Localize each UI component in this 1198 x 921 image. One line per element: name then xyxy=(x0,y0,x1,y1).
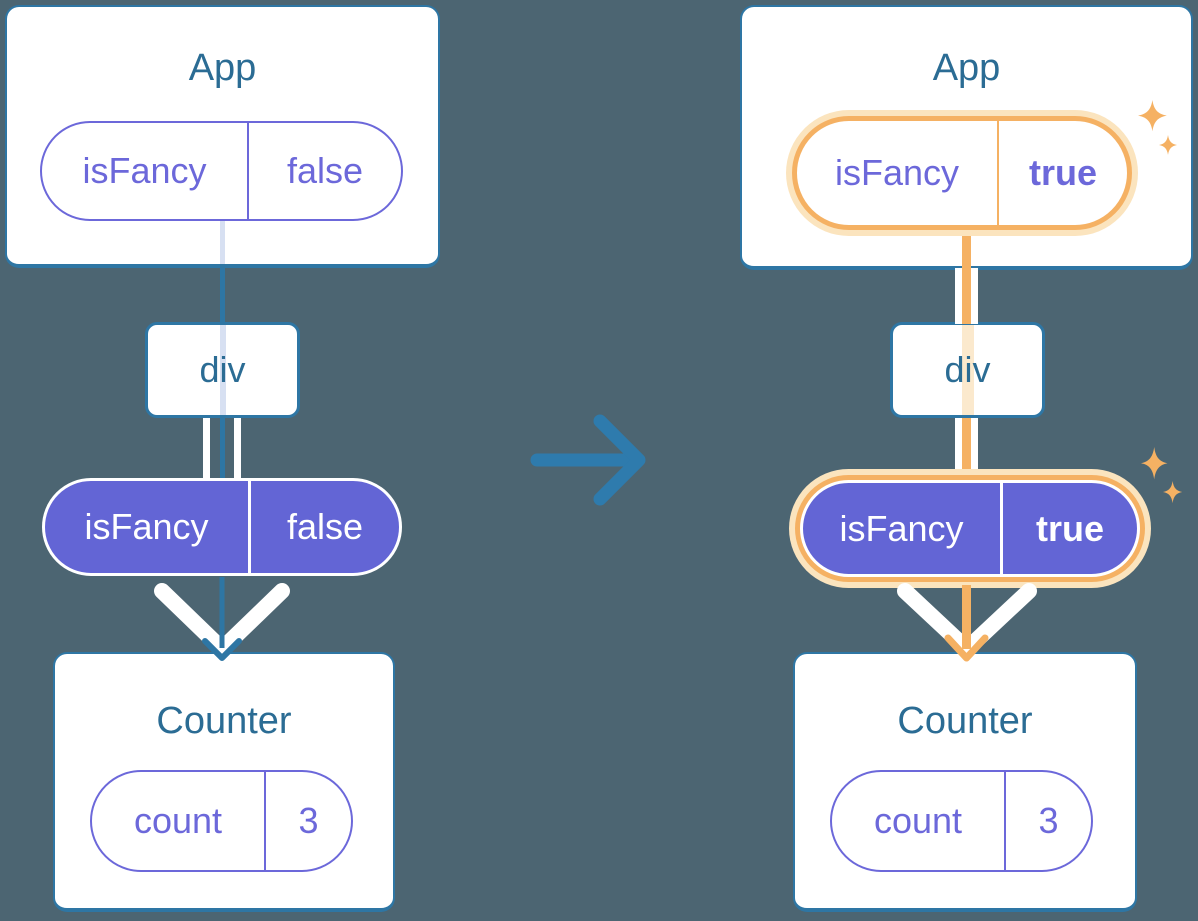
white-chevron-arrow-before xyxy=(154,583,290,657)
sparkle-icon xyxy=(1141,447,1168,480)
state-name-cell: count xyxy=(832,772,1004,870)
div-to-pill-connector-after xyxy=(962,418,971,478)
prop-value-cell: false xyxy=(247,123,401,219)
white-rail-right-after-upper xyxy=(971,268,978,324)
prop-name: isFancy xyxy=(84,506,209,547)
white-chevron-arrow-after xyxy=(897,583,1037,657)
prop-value-cell: true xyxy=(1000,483,1137,574)
div-box-after: div xyxy=(890,322,1045,418)
prop-value: false xyxy=(286,506,364,547)
state-value: 3 xyxy=(1038,800,1059,841)
app-to-div-connector-after xyxy=(962,230,971,324)
div-label-before: div xyxy=(199,349,246,390)
prop-line-inside-div-after xyxy=(961,325,974,415)
counter-title-after: Counter xyxy=(897,700,1033,742)
passed-prop-pill-before: isFancy false xyxy=(42,478,402,576)
counter-state-pill-after: count 3 xyxy=(830,770,1093,872)
white-rail-left-before xyxy=(203,418,210,480)
prop-name-cell: isFancy xyxy=(803,483,1000,574)
state-name: count xyxy=(133,800,223,841)
app-title-after: App xyxy=(932,47,1001,89)
prop-name: isFancy xyxy=(834,152,960,193)
prop-value-cell: true xyxy=(997,121,1127,225)
prop-value-cell: false xyxy=(248,481,399,573)
white-rail-right-before xyxy=(234,418,241,480)
counter-state-pill-before: count 3 xyxy=(90,770,353,872)
prop-value: true xyxy=(1028,152,1097,193)
prop-line-inside-div-before xyxy=(219,325,226,415)
app-title-before: App xyxy=(188,47,257,89)
state-value: 3 xyxy=(298,800,319,841)
prop-name-cell: isFancy xyxy=(797,121,997,225)
counter-title-before: Counter xyxy=(156,700,292,742)
div-label-after: div xyxy=(944,349,991,390)
div-to-pill-connector-before xyxy=(219,418,225,482)
prop-value: false xyxy=(286,150,364,191)
state-value-cell: 3 xyxy=(1004,772,1091,870)
div-box-before: div xyxy=(145,322,300,418)
prop-value: true xyxy=(1035,507,1104,549)
app-to-div-connector-before xyxy=(219,264,225,324)
app-prop-pill-after: isFancy true xyxy=(792,116,1132,230)
app-prop-pill-before: isFancy false xyxy=(40,121,403,221)
prop-name-cell: isFancy xyxy=(42,123,247,219)
state-name: count xyxy=(873,800,963,841)
prop-name: isFancy xyxy=(82,150,207,191)
white-rail-left-after-upper xyxy=(955,268,962,324)
state-name-cell: count xyxy=(92,772,264,870)
white-rail-right-after-lower xyxy=(971,418,978,476)
sparkle-icon xyxy=(1163,481,1183,504)
prop-line-inside-app-before xyxy=(219,221,225,266)
passed-prop-pill-after: isFancy true xyxy=(800,480,1140,577)
right-arrow-head-icon xyxy=(593,414,646,506)
white-rail-left-after-lower xyxy=(955,418,962,476)
prop-name-cell: isFancy xyxy=(45,481,248,573)
state-value-cell: 3 xyxy=(264,772,351,870)
prop-name: isFancy xyxy=(839,507,964,549)
